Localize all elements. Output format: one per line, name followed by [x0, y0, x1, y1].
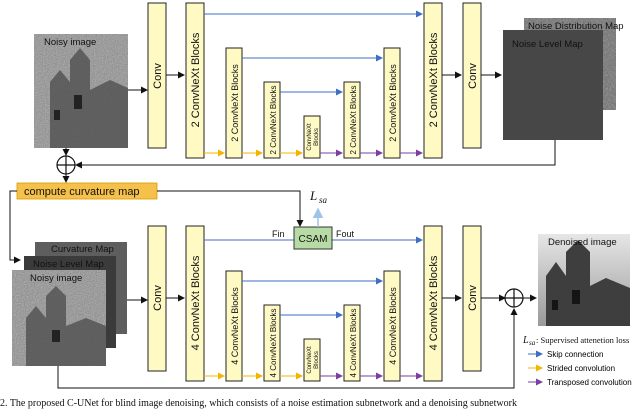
csam-label: CSAM	[299, 234, 328, 245]
loss-lsa-symbol: L sa	[309, 188, 328, 205]
svg-text:L: L	[522, 335, 529, 346]
bottleneck-top-label-b: Blocks	[314, 128, 320, 146]
conv-top-in-label: Conv	[152, 63, 164, 89]
bottleneck-bottom-label-b: Blocks	[314, 351, 320, 369]
noise-map-feedback-line	[75, 140, 556, 169]
svg-text:sa: sa	[319, 195, 328, 205]
noise-level-map-bottom-label: Noise Level Map	[33, 259, 104, 270]
bottleneck-top-label-a: ConvNeXt	[307, 123, 313, 151]
encoder-top-level1	[185, 2, 205, 159]
decoder-bottom-level3-label: 4 ConvNeXt Blocks	[349, 309, 358, 378]
decoder-bottom-level1-label: 4 ConvNeXt Blocks	[428, 255, 440, 350]
conv-bottom-out-label: Conv	[467, 285, 479, 311]
compute-curvature-label: compute curvature map	[24, 186, 140, 198]
encoder-top-level3-label: 2 ConvNeXt Blocks	[269, 86, 278, 155]
decoder-top-level2-label: 2 ConvNeXt Blocks	[388, 64, 398, 142]
denoised-image	[538, 234, 630, 326]
noisy-image-bottom	[12, 270, 106, 366]
noisy-image-top-label: Noisy image	[44, 37, 96, 48]
noise-level-map-top	[503, 30, 603, 140]
decoder-top-level3	[343, 81, 361, 159]
svg-text:sa: sa	[529, 339, 536, 347]
encoder-bottom-level2-label: 4 ConvNeXt Blocks	[230, 287, 240, 365]
bottleneck-bottom	[303, 338, 321, 382]
fin-label: Fin	[272, 229, 285, 239]
legend-transposed-label: Transposed convolution	[547, 378, 632, 387]
decoder-bottom-level3	[343, 304, 361, 382]
residual-add-node	[504, 288, 524, 308]
encoder-bottom-level3-label: 4 ConvNeXt Blocks	[269, 309, 278, 378]
global-residual-line	[57, 308, 518, 389]
encoder-bottom-level2	[225, 270, 243, 382]
decoder-top-level1-label: 2 ConvNeXt Blocks	[428, 32, 440, 127]
encoder-top-level2	[225, 47, 243, 159]
noisy-image-bottom-label: Noisy image	[30, 273, 82, 284]
decoder-bottom-level2-label: 4 ConvNeXt Blocks	[388, 287, 398, 365]
noise-level-map-top-label: Noise Level Map	[512, 39, 583, 50]
curvature-to-csam-line	[157, 190, 304, 227]
encoder-top-level3	[263, 81, 281, 159]
bottleneck-bottom-label-a: ConvNeXt	[307, 346, 313, 374]
denoised-image-label: Denoised image	[548, 237, 617, 248]
decoder-top-level3-label: 2 ConvNeXt Blocks	[349, 86, 358, 155]
decoder-bottom-level1	[423, 225, 443, 382]
figure-caption: 2. The proposed C-UNet for blind image d…	[0, 398, 517, 409]
legend: L sa : Supervised attenetion loss Skip c…	[522, 335, 632, 387]
encoder-top-level1-label: 2 ConvNeXt Blocks	[190, 32, 202, 127]
encoder-top-level2-label: 2 ConvNeXt Blocks	[230, 64, 240, 142]
legend-skip-label: Skip connection	[547, 350, 603, 359]
encoder-bottom-level3	[263, 304, 281, 382]
encoder-bottom-level1-label: 4 ConvNeXt Blocks	[190, 255, 202, 350]
decoder-top-level2	[383, 47, 401, 159]
curvature-map-label: Curvature Map	[51, 244, 114, 255]
svg-text:L: L	[309, 188, 317, 203]
legend-strided-label: Strided convolution	[547, 364, 615, 373]
encoder-bottom-level1	[185, 225, 205, 382]
concat-node-top	[56, 155, 76, 175]
conv-top-out-label: Conv	[467, 63, 479, 89]
decoder-bottom-level2	[383, 270, 401, 382]
bottleneck-top	[303, 115, 321, 159]
legend-loss-text: : Supervised attenetion loss	[536, 335, 629, 345]
noise-distribution-map-label: Noise Distribution Map	[528, 21, 624, 32]
noisy-image-top	[34, 34, 128, 148]
fout-label: Fout	[336, 229, 355, 239]
conv-bottom-in-label: Conv	[152, 285, 164, 311]
csam-box	[293, 226, 333, 250]
decoder-top-level1	[423, 2, 443, 159]
